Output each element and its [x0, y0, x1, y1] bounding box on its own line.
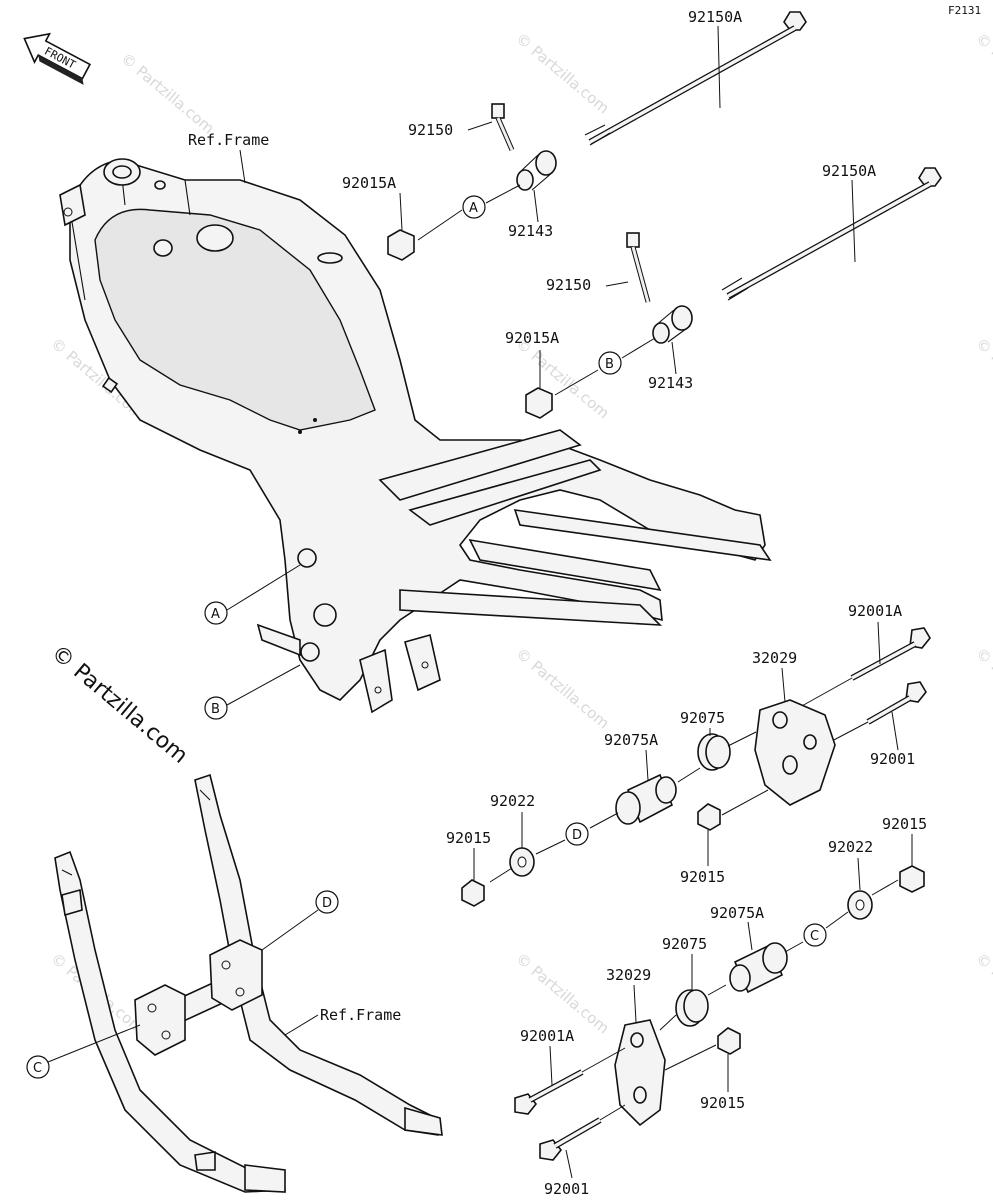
svg-text:A: A — [469, 201, 478, 216]
watermark: © Partzilla.com — [972, 644, 993, 732]
part-label: 92143 — [508, 222, 553, 240]
ref-frame-label-bottom: Ref.Frame — [320, 1006, 401, 1024]
ref-frame-label-top: Ref.Frame — [188, 131, 269, 149]
watermark: © Partzilla.com — [972, 334, 993, 422]
callout-c-frame: C — [26, 1055, 50, 1079]
watermark: © Partzilla.com — [972, 29, 993, 117]
svg-text:A: A — [211, 607, 220, 622]
callouts: A B A B D C D C — [26, 195, 827, 1079]
part-label: 92075A — [710, 904, 764, 922]
part-label: 92150 — [408, 121, 453, 139]
part-label: 92150 — [546, 276, 591, 294]
part-label: 92075 — [662, 935, 707, 953]
callout-b-frame: B — [204, 696, 228, 720]
watermark: © Partzilla.com — [512, 949, 612, 1037]
svg-text:D: D — [572, 828, 582, 843]
callout-a-top: A — [462, 195, 486, 219]
callout-c-mount: C — [803, 923, 827, 947]
figure-code: F2131 — [948, 4, 981, 17]
part-label: 92015 — [882, 815, 927, 833]
part-label: 92001 — [870, 750, 915, 768]
part-label: 92001 — [544, 1180, 589, 1198]
part-label: 92143 — [648, 374, 693, 392]
part-label: 32029 — [606, 966, 651, 984]
callout-d-mount: D — [565, 822, 589, 846]
part-label: 92001A — [520, 1027, 574, 1045]
main-frame — [59, 158, 772, 714]
part-label: 92015 — [700, 1094, 745, 1112]
callout-d-frame: D — [315, 890, 339, 914]
part-label: 92022 — [490, 792, 535, 810]
mount-group-d — [461, 627, 931, 907]
part-label: 92150A — [822, 162, 876, 180]
bolt-group-a — [387, 11, 807, 261]
callout-b-top: B — [598, 351, 622, 375]
partzilla-watermark: © Partzilla.com — [46, 640, 192, 768]
svg-text:D: D — [322, 896, 332, 911]
part-label: 92022 — [828, 838, 873, 856]
part-label: 92150A — [688, 8, 742, 26]
watermark: © Partzilla.com — [512, 29, 612, 117]
lower-frame — [54, 773, 443, 1193]
part-label: 92075 — [680, 709, 725, 727]
part-label: 92075A — [604, 731, 658, 749]
part-labels: 92150A 92150 92015A 92143 92150A 92150 9… — [342, 8, 927, 1198]
callout-a-frame: A — [204, 601, 228, 625]
watermark: © Partzilla.com — [512, 644, 612, 732]
watermark: © Partzilla.com — [117, 49, 217, 137]
bolt-group-b — [525, 167, 942, 419]
svg-text:C: C — [33, 1061, 42, 1076]
front-arrow-icon: FRONT — [23, 32, 92, 85]
watermark: © Partzilla.com — [972, 949, 993, 1037]
part-label: 92015 — [446, 829, 491, 847]
part-label: 92015A — [505, 329, 559, 347]
svg-text:B: B — [211, 702, 220, 717]
part-label: 92015 — [680, 868, 725, 886]
mount-group-c — [514, 865, 925, 1161]
part-label: 92001A — [848, 602, 902, 620]
svg-text:B: B — [605, 357, 614, 372]
svg-text:C: C — [810, 929, 819, 944]
part-label: 92015A — [342, 174, 396, 192]
part-label: 32029 — [752, 649, 797, 667]
